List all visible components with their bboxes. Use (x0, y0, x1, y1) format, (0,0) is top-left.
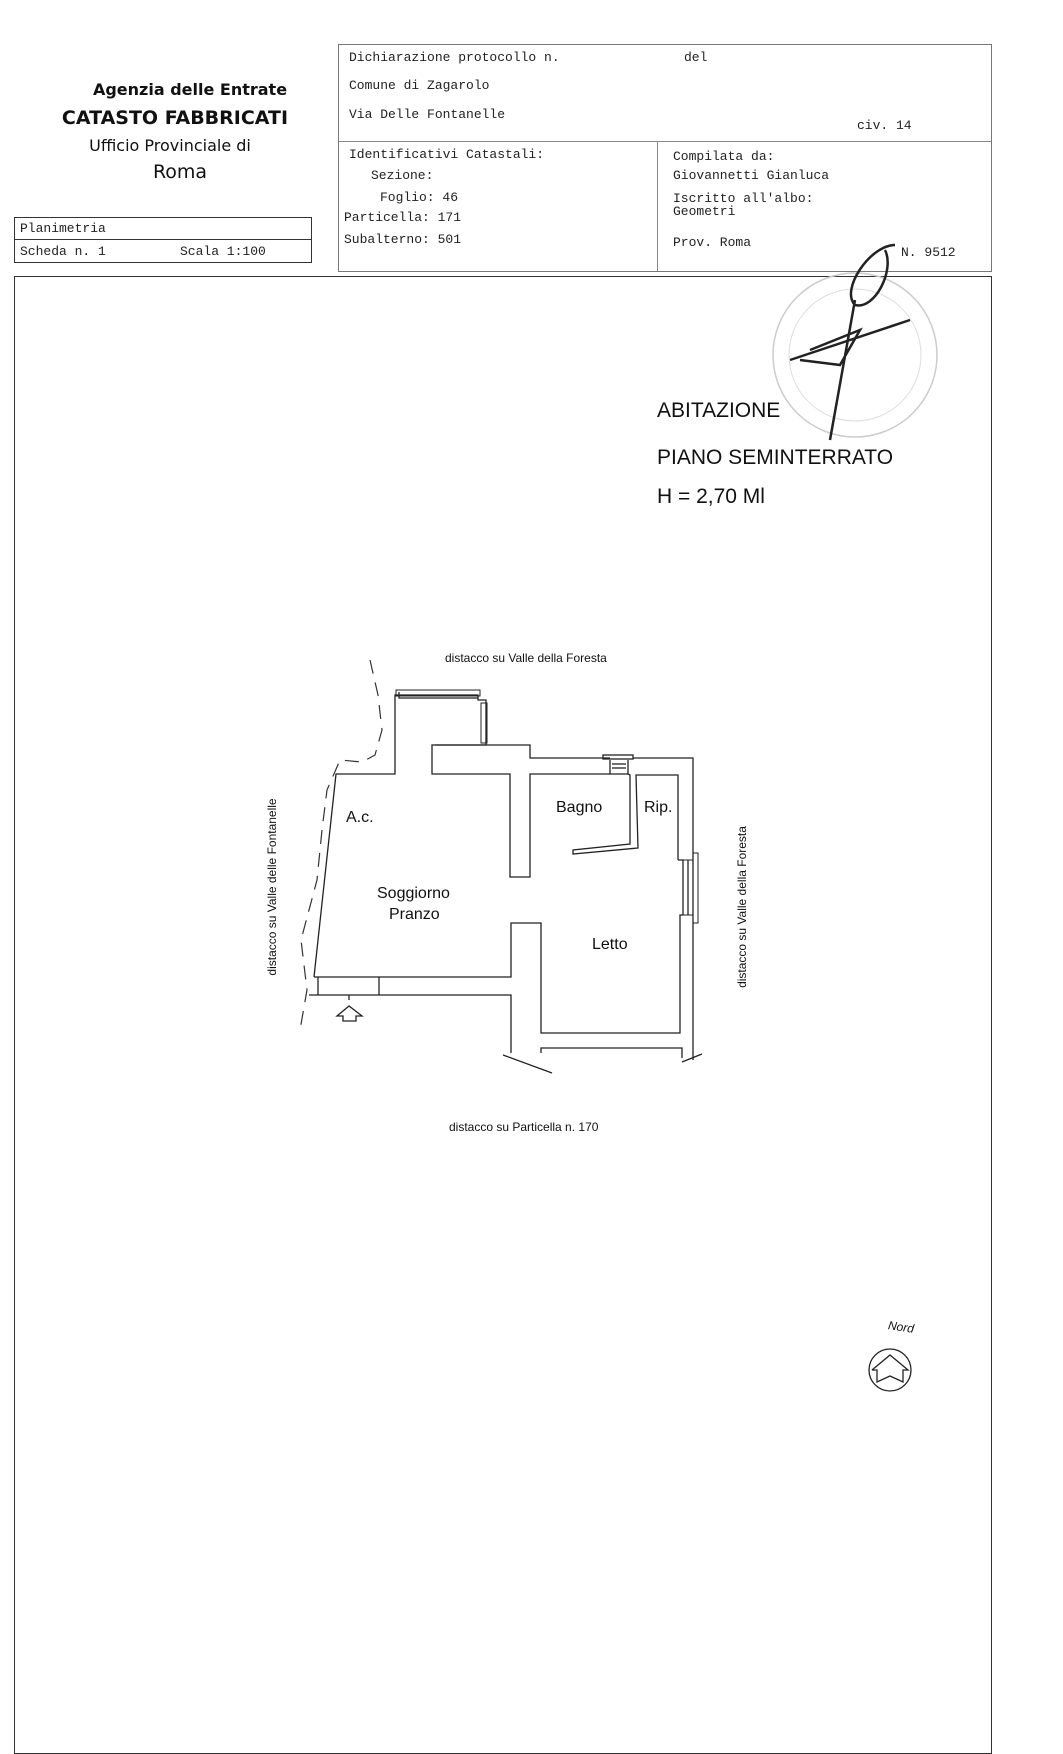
room-pranzo: Pranzo (389, 906, 440, 923)
protocollo: Dichiarazione protocollo n. (349, 50, 560, 65)
comune: Comune di Zagarolo (349, 78, 490, 93)
sheet-type: Planimetria (20, 221, 106, 236)
foglio: Foglio: 46 (380, 190, 459, 205)
room-rip: Rip. (644, 799, 673, 816)
label-right: distacco su Valle della Foresta (735, 826, 749, 988)
registration-number: N. 9512 (901, 245, 956, 260)
compiler-name: Giovannetti Gianluca (673, 168, 830, 183)
office-label: Ufficio Provinciale di (89, 136, 251, 155)
room-soggiorno: Soggiorno (377, 885, 450, 902)
identifiers-title: Identificativi Catastali: (349, 147, 545, 162)
agency-name: Agenzia delle Entrate (92, 80, 288, 99)
plan-title-floor: PIANO SEMINTERRATO (657, 446, 894, 469)
particella: Particella: 171 (344, 210, 462, 225)
label-left: distacco su Valle delle Fontanelle (265, 798, 279, 976)
sheet-box: Planimetria Scheda n. 1 Scala 1:100 (14, 217, 312, 263)
sheet-scala: Scala 1:100 (180, 244, 266, 259)
north-arrow-icon (868, 1348, 912, 1392)
label-bottom: distacco su Particella n. 170 (449, 1120, 599, 1134)
plan-title-use: ABITAZIONE (657, 399, 781, 422)
sezione: Sezione: (371, 168, 434, 183)
sheet-scheda: Scheda n. 1 (20, 244, 106, 259)
albo: Iscritto all'albo: (673, 191, 814, 206)
room-letto: Letto (592, 936, 628, 953)
catasto-title: CATASTO FABBRICATI (61, 107, 289, 129)
del: del (684, 50, 708, 65)
declaration-box: Dichiarazione protocollo n. del Comune d… (338, 44, 992, 272)
floor-plan (299, 659, 912, 1392)
label-top: distacco su Valle della Foresta (445, 651, 607, 665)
via: Via Delle Fontanelle (349, 107, 506, 122)
room-ac: A.c. (346, 809, 374, 826)
stamp-signature (772, 243, 938, 441)
office-city: Roma (152, 161, 208, 183)
compilata: Compilata da: (673, 149, 775, 164)
albo-value: Geometri (673, 204, 736, 219)
civ: civ. 14 (857, 118, 912, 133)
prov: Prov. Roma (673, 235, 752, 250)
plan-title-height: H = 2,70 Ml (657, 485, 765, 508)
subalterno: Subalterno: 501 (344, 232, 462, 247)
room-bagno: Bagno (556, 799, 603, 816)
